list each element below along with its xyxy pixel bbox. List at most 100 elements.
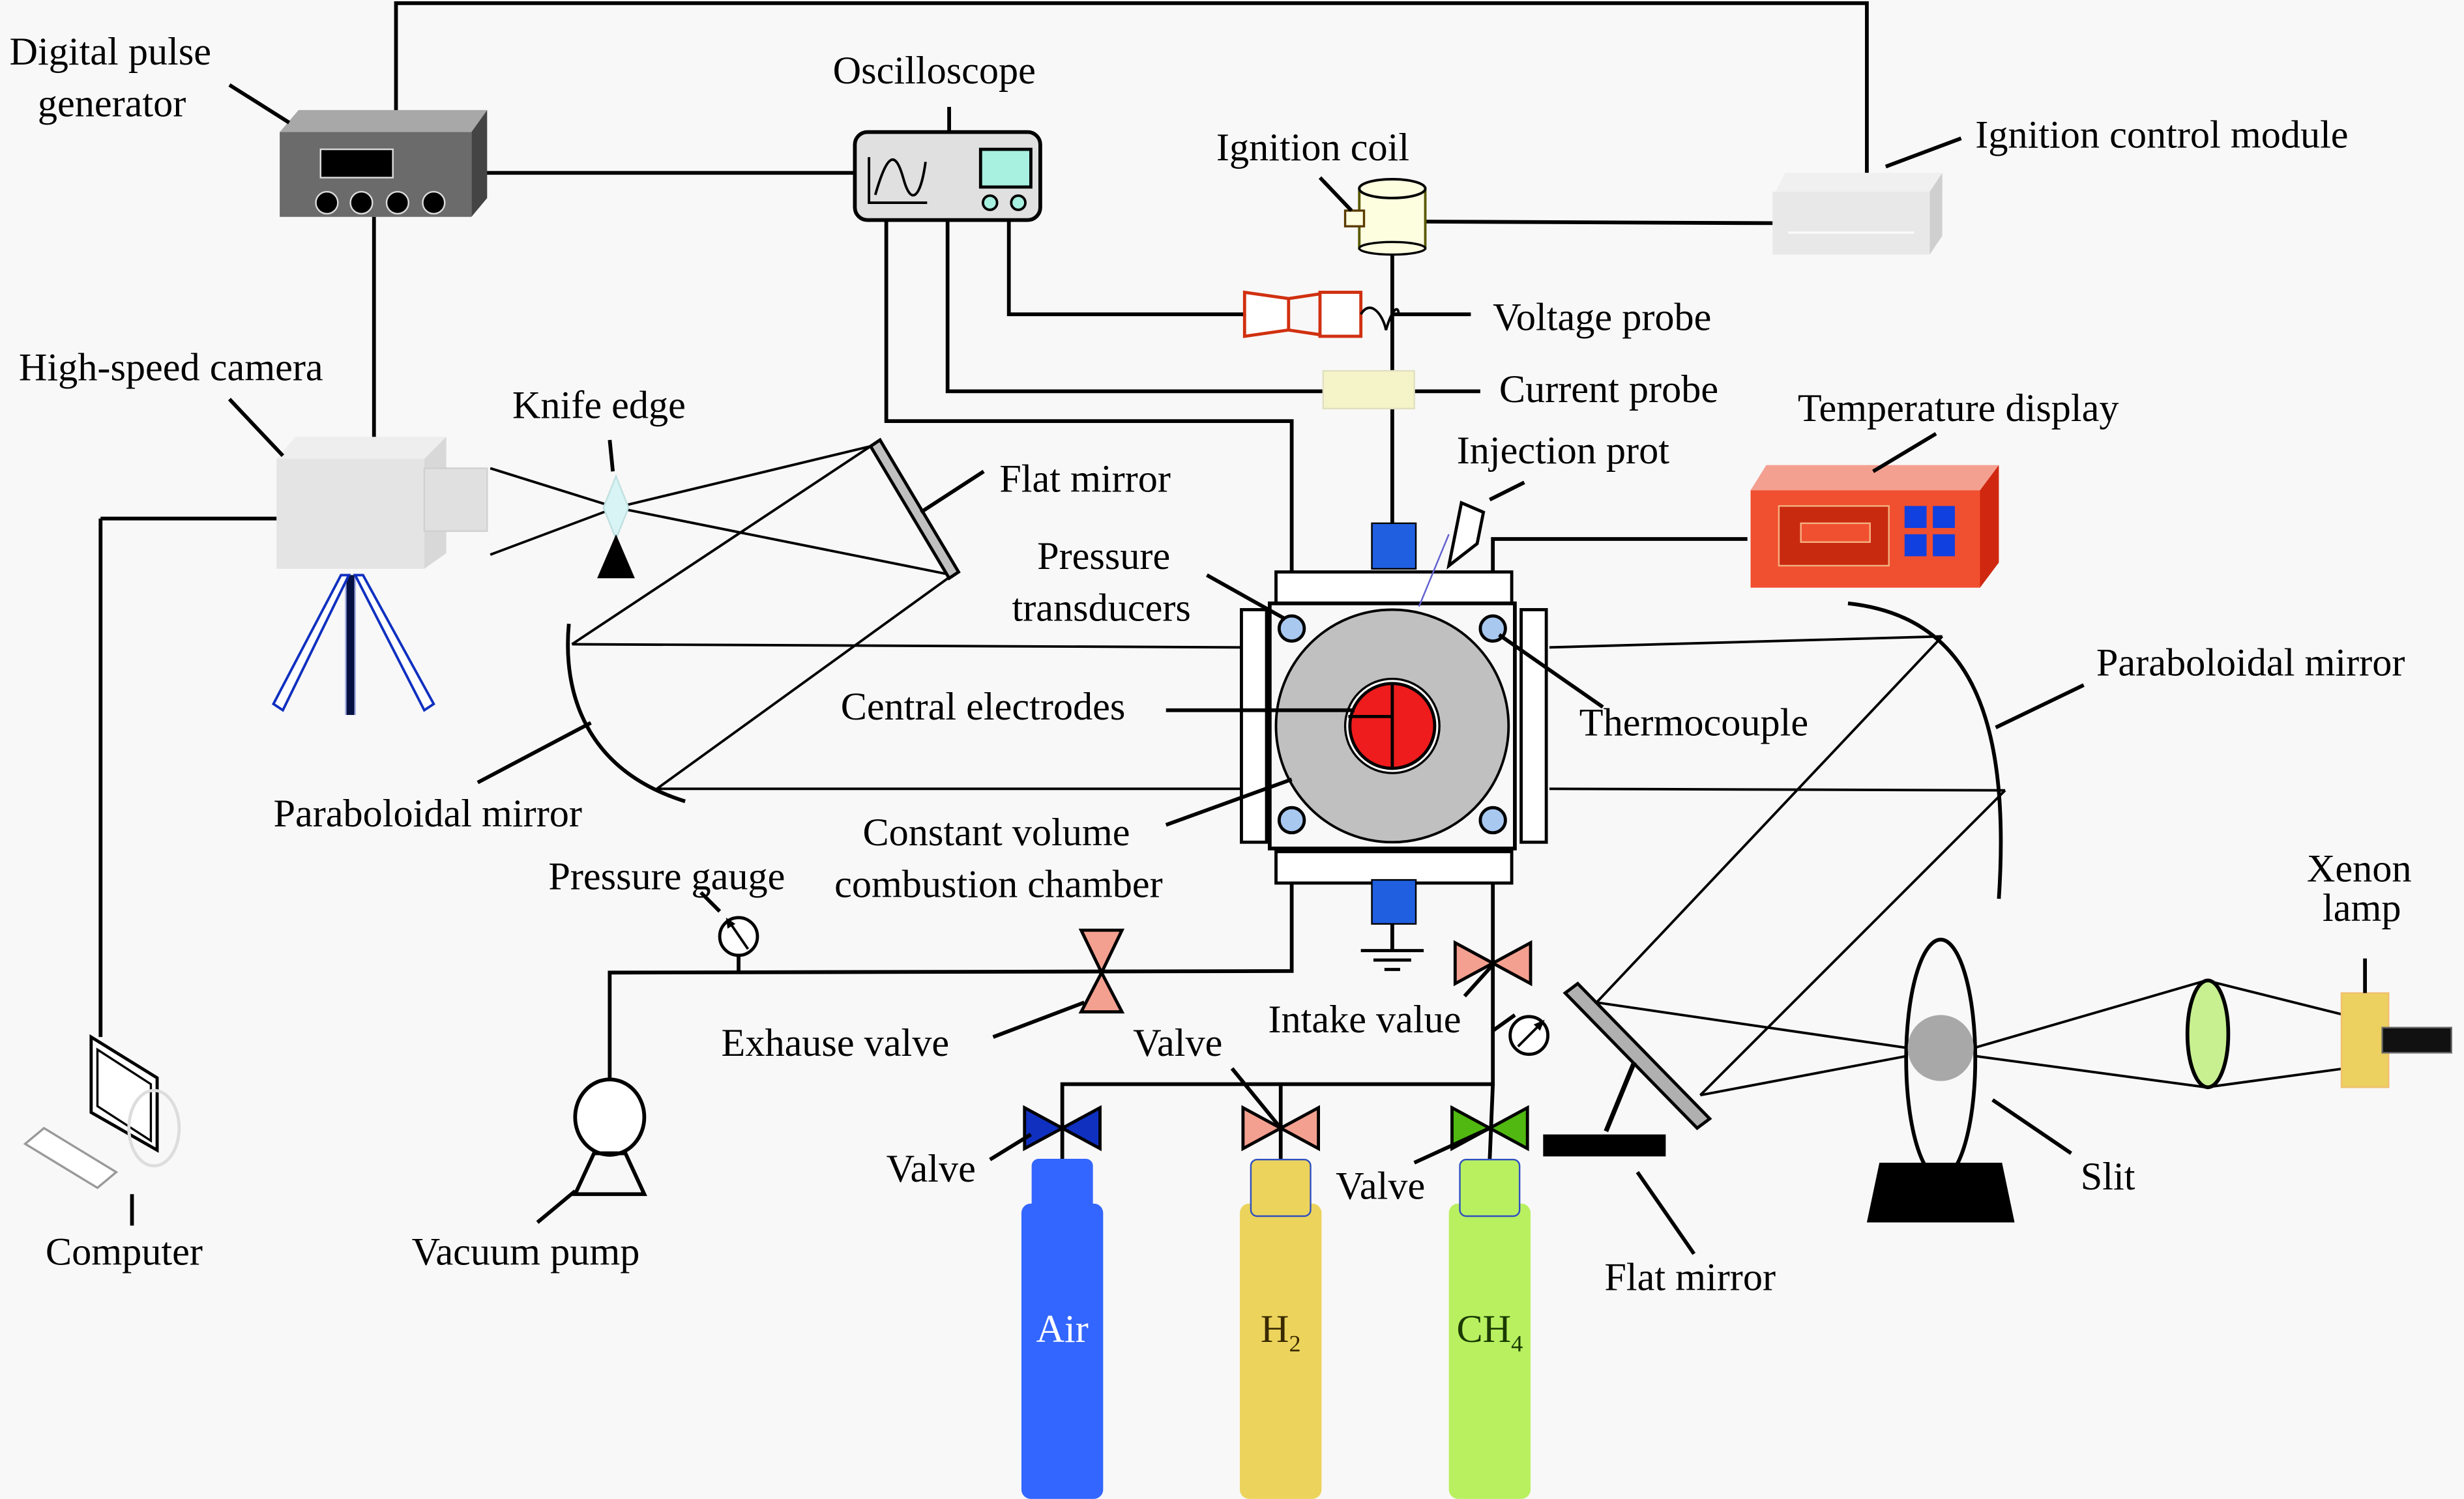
label-ignition-control-module: Ignition control module bbox=[1975, 113, 2348, 157]
ray bbox=[572, 643, 1242, 649]
pipe-ch4 bbox=[1488, 1084, 1495, 1160]
camera-body bbox=[276, 459, 424, 569]
port bbox=[1277, 806, 1306, 835]
label-high-speed-camera: High-speed camera bbox=[19, 345, 323, 389]
condenser-lens bbox=[2185, 978, 2231, 1090]
ignition-control-module bbox=[1772, 136, 1962, 255]
label-flat-mirror-bottom: Flat mirror bbox=[1604, 1255, 1776, 1299]
leader-vacuum-pump bbox=[536, 1189, 577, 1224]
paraboloidal-mirror-left bbox=[566, 623, 686, 804]
computer-icon bbox=[23, 1034, 181, 1226]
leader-ignition-module bbox=[1885, 136, 1962, 169]
label-current-probe: Current probe bbox=[1499, 368, 1718, 411]
label-valve-ch4: Valve bbox=[1336, 1164, 1425, 1208]
ray bbox=[1973, 1055, 2207, 1089]
knob bbox=[315, 190, 339, 215]
ray bbox=[1973, 979, 2207, 1049]
leader-flat-mirror-bottom bbox=[1635, 1171, 1696, 1255]
label-digital-pulse-generator: generator bbox=[38, 81, 186, 125]
ray bbox=[615, 444, 871, 509]
ray bbox=[490, 506, 617, 556]
slit-stand bbox=[1866, 1163, 2015, 1223]
label-oscilloscope: Oscilloscope bbox=[833, 49, 1036, 93]
pipe-exhaust-line bbox=[608, 848, 1294, 1081]
ray bbox=[490, 467, 617, 509]
paraboloidal-mirror-right bbox=[1847, 601, 2003, 899]
leader-valve-top bbox=[1230, 1067, 1282, 1129]
voltage-probe bbox=[1242, 290, 1400, 338]
label-chamber: Constant volume bbox=[862, 811, 1130, 854]
leader-ignition-coil bbox=[1318, 176, 1353, 212]
cylinder-ch4: CH4 bbox=[1448, 1158, 1531, 1499]
label-paraboloidal-mirror-left: Paraboloidal mirror bbox=[273, 792, 581, 836]
label-voltage-probe: Voltage probe bbox=[1493, 295, 1711, 339]
pipe-gauge2-stem bbox=[1491, 1013, 1516, 1032]
flat-mirror-bottom bbox=[1543, 981, 1712, 1255]
leader-paraboloidal-right bbox=[1995, 683, 2085, 729]
slit-aperture bbox=[1907, 1015, 1974, 1081]
label-knife-edge: Knife edge bbox=[512, 383, 686, 427]
cylinder-cap bbox=[1250, 1158, 1312, 1217]
knife-edge bbox=[597, 439, 635, 579]
leader-chamber bbox=[1165, 778, 1293, 827]
label-paraboloidal-mirror-right: Paraboloidal mirror bbox=[2096, 641, 2405, 685]
leader-knife-edge bbox=[608, 439, 615, 472]
labels: Digital pulse generator Oscilloscope Ign… bbox=[9, 30, 2411, 1299]
leader-intake-valve bbox=[1463, 963, 1495, 998]
valve-h2 bbox=[1230, 1067, 1320, 1152]
leader-slit bbox=[1991, 1098, 2072, 1155]
leader-injection-port bbox=[1489, 480, 1525, 502]
cylinder-body bbox=[1240, 1203, 1322, 1499]
label-flat-mirror-top: Flat mirror bbox=[999, 458, 1171, 501]
leader-pulse-generator bbox=[228, 83, 291, 124]
label-temperature-display: Temperature display bbox=[1798, 386, 2119, 430]
label-pressure-gauge: Pressure gauge bbox=[548, 855, 785, 899]
leader-pressure-gauge bbox=[699, 891, 722, 913]
temperature-display bbox=[1750, 431, 1999, 588]
cylinder-cap bbox=[1031, 1158, 1093, 1217]
label-exhause-valve: Exhause valve bbox=[722, 1021, 950, 1065]
cylinder-air: Air bbox=[1021, 1158, 1104, 1499]
optical-path bbox=[490, 444, 2345, 1097]
label-valve-air: Valve bbox=[887, 1147, 976, 1191]
combustion-chamber bbox=[1165, 480, 1604, 971]
label-slit: Slit bbox=[2081, 1155, 2135, 1199]
osc-knob bbox=[981, 194, 999, 211]
label-computer: Computer bbox=[46, 1230, 203, 1274]
ray bbox=[1596, 1001, 1908, 1049]
ignition-coil bbox=[1318, 176, 1427, 256]
ray bbox=[2206, 1067, 2345, 1089]
ray bbox=[1700, 1055, 1908, 1097]
knob bbox=[349, 190, 374, 215]
label-ignition-coil: Ignition coil bbox=[1216, 126, 1409, 169]
cylinder-body bbox=[1021, 1203, 1104, 1499]
ground-icon bbox=[1360, 949, 1424, 971]
label-injection-prot: Injection prot bbox=[1457, 429, 1670, 473]
leader-valve-ch4 bbox=[1413, 1126, 1491, 1165]
ray bbox=[2206, 979, 2345, 1017]
pressure-gauge-2 bbox=[1508, 1015, 1549, 1056]
bottom-mount bbox=[1371, 879, 1417, 925]
leader-camera bbox=[227, 398, 285, 458]
valve-ch4 bbox=[1413, 1105, 1529, 1165]
label-intake-value: Intake value bbox=[1268, 998, 1461, 1041]
osc-knob bbox=[1010, 194, 1027, 211]
leader-valve-air bbox=[989, 1133, 1032, 1161]
valve-air bbox=[989, 1105, 1102, 1161]
cylinder-cap bbox=[1459, 1158, 1521, 1217]
ray bbox=[615, 506, 953, 577]
wire-coil-to-module bbox=[1425, 220, 1773, 226]
slit bbox=[1866, 937, 2072, 1223]
oscilloscope bbox=[853, 107, 1042, 222]
waveform-icon bbox=[873, 158, 927, 197]
leader-pressure-transducers bbox=[1206, 573, 1287, 621]
current-probe bbox=[1322, 370, 1415, 410]
injection-port bbox=[1446, 501, 1486, 570]
cylinder-label: Air bbox=[1036, 1307, 1088, 1351]
ray bbox=[1699, 789, 2006, 1096]
flat-mirror-top bbox=[868, 437, 985, 581]
mirror-base bbox=[1543, 1134, 1666, 1157]
ray bbox=[1595, 635, 1944, 1004]
